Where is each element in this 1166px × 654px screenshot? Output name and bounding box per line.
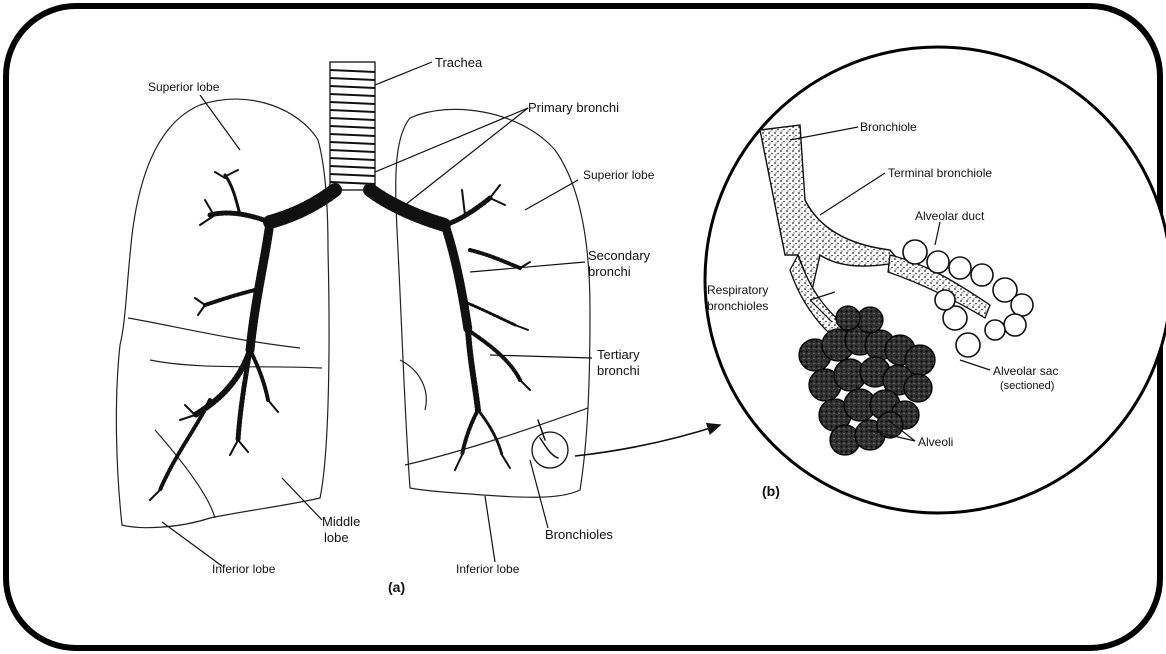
left-lung-fissure-2: [150, 360, 322, 368]
terminal-bronchiole-label: Terminal bronchiole: [888, 166, 992, 181]
panel-a-label: (a): [388, 580, 405, 595]
left-lung-fissure-1: [128, 318, 300, 348]
tertiary-bronchi-label-line2: bronchi: [597, 363, 640, 378]
zoom-arrow: [575, 425, 720, 456]
alveolar-duct-label: Alveolar duct: [915, 209, 984, 224]
bronchial-tree: [150, 170, 568, 500]
secondary-bronchi-label-line2: bronchi: [588, 264, 631, 279]
alveolar-sac-label-line2: (sectioned): [1000, 379, 1054, 394]
bronchiole-callout-circle: [532, 432, 568, 468]
middle-lobe-label-line2: lobe: [324, 530, 349, 545]
bronchioles-label: Bronchioles: [545, 527, 613, 542]
respiratory-bronchioles-label-line1: Respiratory: [707, 283, 768, 298]
primary-bronchi-label: Primary bronchi: [528, 100, 619, 115]
superior-lobe-left-label: Superior lobe: [148, 80, 219, 95]
inferior-lobe-left-label: Inferior lobe: [212, 562, 275, 577]
secondary-bronchi-label-line1: Secondary: [588, 248, 650, 263]
bronchiole-label: Bronchiole: [860, 120, 917, 135]
middle-lobe-label-line1: Middle: [322, 514, 360, 529]
trachea-shape: [330, 62, 375, 190]
superior-lobe-right-label: Superior lobe: [583, 168, 654, 183]
tertiary-bronchi-label-line1: Tertiary: [597, 347, 640, 362]
respiratory-bronchioles-label-line2: bronchioles: [707, 299, 768, 314]
trachea-label: Trachea: [435, 55, 482, 70]
alveolar-sac-label-line1: Alveolar sac: [993, 364, 1058, 379]
leader-lines-a: [162, 62, 592, 566]
right-lung-outline: [396, 109, 590, 497]
inferior-lobe-right-label: Inferior lobe: [456, 562, 519, 577]
alveoli-label: Alveoli: [918, 435, 953, 450]
left-lung-outline: [116, 99, 329, 528]
panel-b-label: (b): [762, 484, 780, 499]
